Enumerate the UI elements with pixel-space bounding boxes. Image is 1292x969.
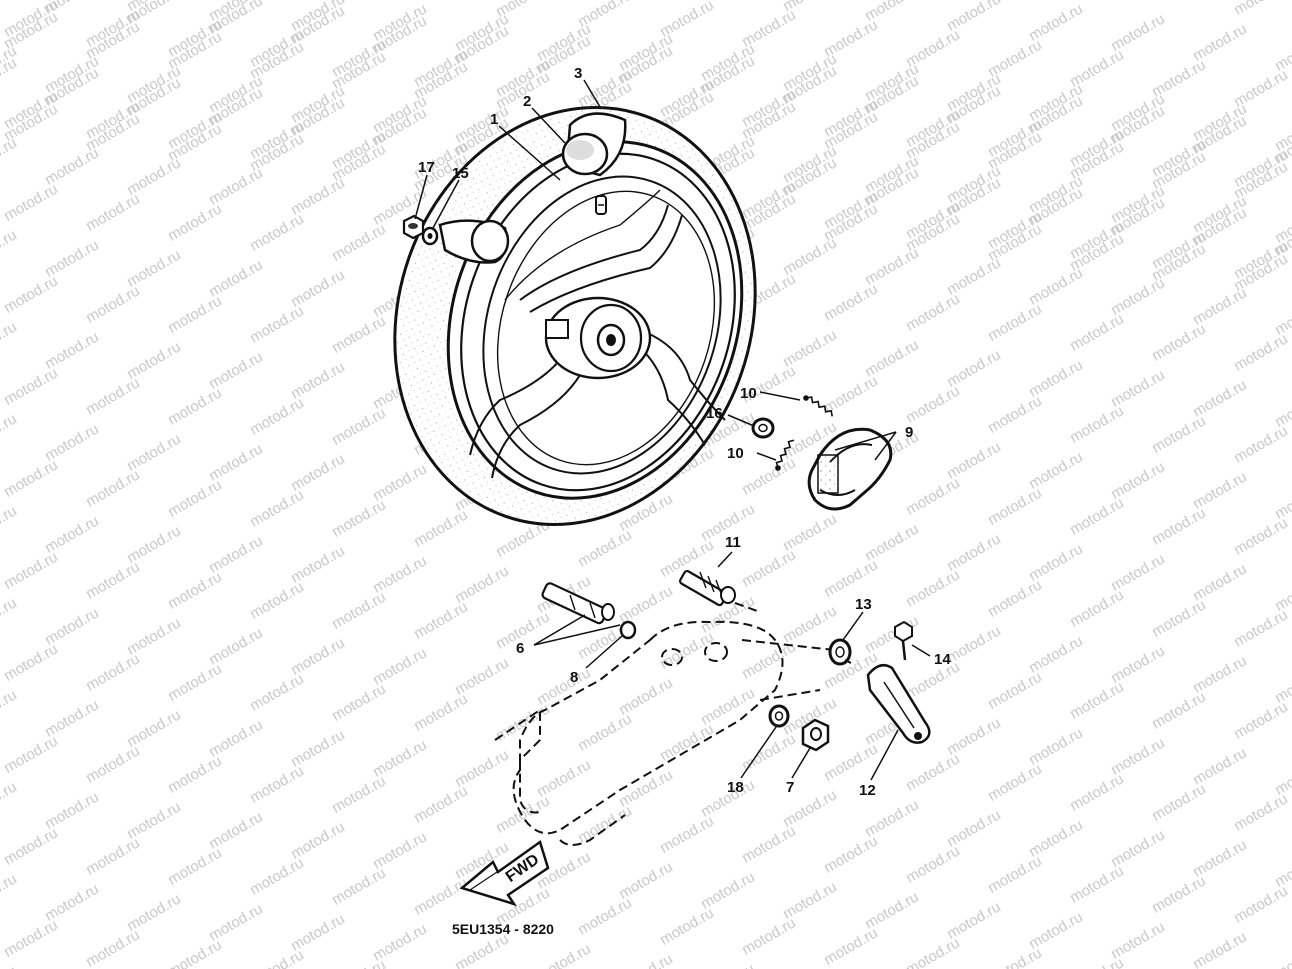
callout-shoe: 9 [905,424,913,441]
callout-spring-upper: 10 [740,385,757,402]
spring-upper [803,395,834,417]
callout-cam: 11 [725,534,741,551]
callout-spring-lower: 10 [727,445,744,462]
callout-tire: 1 [490,111,498,128]
rim [460,152,736,492]
rim-band-end-left [438,219,510,264]
spring-lower [775,439,795,471]
brake-cam-shaft [678,569,736,607]
transmission-case [494,602,836,846]
callout-rim-band: 3 [574,65,582,82]
washer-15 [421,226,439,246]
wheel-hub [544,296,652,380]
nut-7 [801,718,830,752]
callout-nut-17: 17 [418,159,435,176]
callout-bolt: 14 [934,651,951,668]
callout-nut-7: 7 [786,779,794,796]
bolt-14 [894,620,913,661]
callout-shaft: 6 [516,640,524,657]
rim-band-end-top [561,112,627,177]
seal-13 [828,638,852,666]
callout-washer-16: 16 [706,405,723,422]
callout-oring: 8 [570,669,578,686]
callout-tube: 2 [523,93,531,110]
callout-washer-18: 18 [727,779,744,796]
nut-17 [402,214,425,240]
callout-labels: 1 2 3 17 15 16 10 9 10 11 6 8 13 14 12 1… [418,65,951,799]
callout-washer-15: 15 [452,165,469,182]
valve-stem [595,195,607,215]
washer-18 [768,704,790,728]
axle-shaft [541,582,615,625]
callout-seal: 13 [855,596,872,613]
o-ring [619,620,637,640]
brake-shoe [807,427,893,511]
leader-lines [414,79,931,781]
diagram-code: 5EU1354 - 8220 [452,921,554,937]
wheel-assembly [393,106,757,526]
brake-lever [866,663,931,744]
forward-direction-arrow: FWD [459,839,550,907]
washer-16 [751,417,775,439]
callout-lever: 12 [859,782,876,799]
